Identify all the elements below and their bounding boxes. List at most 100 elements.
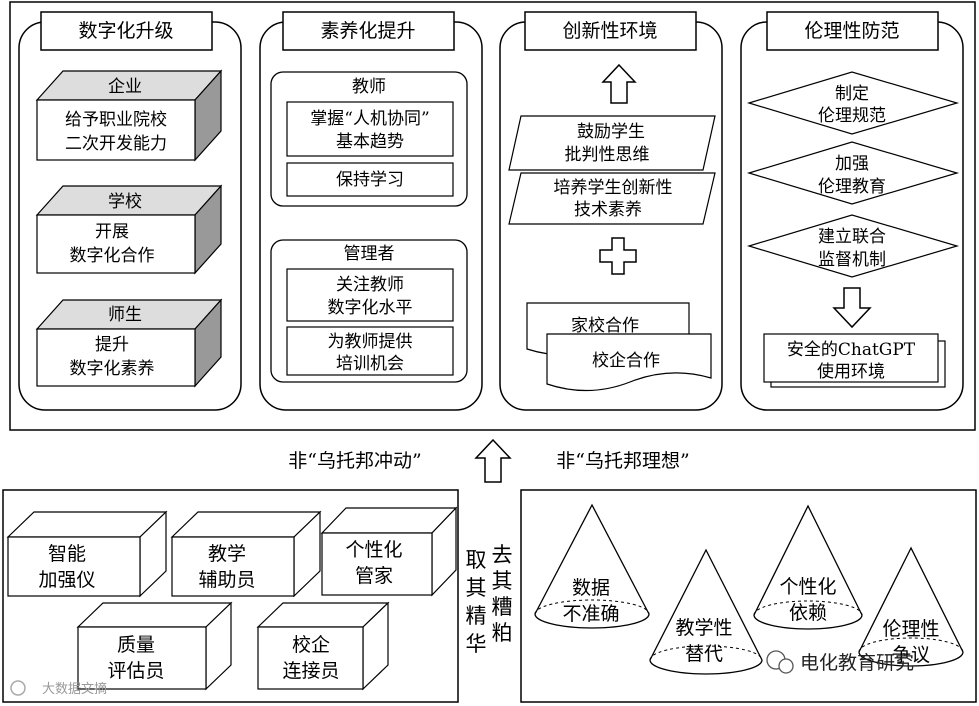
plus-icon [599,237,637,275]
column-title-box [524,11,697,51]
cone: 数据 不准确 [534,503,650,629]
column-title-box [766,11,939,51]
cube-line: 给予职业院校 [65,110,167,130]
bottom-left-frame [2,489,459,703]
box-line: 个性化 [345,539,402,561]
cone-body [858,546,964,667]
box-line: 连接员 [282,660,339,682]
box-line: 管家 [355,565,393,587]
item-box [286,162,454,197]
cone-line: 伦理性 [882,618,939,640]
doc-label: 校企合作 [592,351,660,371]
vertical-char: 华 [466,632,487,656]
result-line: 安全的ChatGPT [787,340,916,360]
cube-head: 学校 [108,192,142,212]
cube-top [6,511,168,538]
cube-head: 师生 [108,305,142,325]
para-line: 鼓励学生 [577,122,645,142]
vertical-char: 其 [466,576,487,600]
box-line: 评估员 [107,660,164,682]
cube-box: 质量 评估员 [76,601,233,691]
doc-label: 家校合作 [571,316,639,336]
diamond-line: 建立联合 [818,227,886,247]
cube-line: 二次开发能力 [65,134,167,154]
cone-rim-back [753,600,863,616]
cone-line: 争议 [892,644,930,666]
cube-block-school: 学校 开展 数字化合作 [35,184,223,275]
column-title: 素养化提升 [320,20,415,42]
cube-front [321,532,433,596]
box-line: 加强仪 [38,569,95,591]
cone-body [534,503,650,629]
cone-line: 不准确 [562,603,619,625]
column-title-box [282,11,455,51]
cone: 个性化 依赖 [753,504,863,630]
cube-line: 数字化合作 [70,246,155,266]
item-box [286,268,454,322]
top-outer-frame [9,1,976,431]
up-arrow-icon [601,63,637,104]
role-boxes: 智能 加强仪 教学 辅助员 个性化 管家 质量 评估员 [6,506,458,691]
column-title: 创新性环境 [562,20,657,42]
item-line: 关注教师 [336,275,404,295]
cube-box: 教学 辅助员 [170,510,322,598]
cube-box: 校企 连接员 [256,601,390,691]
cube-head: 企业 [108,77,142,97]
group-frame [270,239,468,383]
item-box [286,326,454,376]
item-box [286,101,454,157]
cone-body [649,548,763,675]
vertical-char: 糟 [492,595,513,619]
box-line: 辅助员 [198,569,255,591]
bottom-right-frame [520,489,977,703]
watermark-left: 大数据文摘 [10,680,107,697]
box-line: 智能 [48,543,86,565]
group-manager: 管理者 关注教师 数字化水平 为教师提供 培训机会 [270,239,468,383]
down-arrow-icon [832,287,872,329]
item-line: 基本趋势 [336,132,404,152]
cone: 教学性 替代 [649,548,763,675]
vertical-char: 粕 [492,621,513,645]
cone-rim-back [534,599,650,615]
cube-front [36,214,196,274]
diamond-line: 伦理教育 [818,177,886,197]
cone: 伦理性 争议 [858,546,964,667]
para-line: 技术素养 [574,200,642,220]
item-line: 数字化水平 [328,298,413,318]
cube-front [36,99,196,161]
result-line: 使用环境 [817,361,885,382]
vertical-char: 去 [492,543,513,567]
cube-front [36,328,196,387]
cone-line: 替代 [685,643,723,665]
group-head: 教师 [352,77,386,97]
result-box [763,333,939,383]
cone-line: 数据 [572,577,610,599]
column-innovative-environment: 创新性环境 鼓励学生 批判性思维 培养学生创新性 技术素养 家校合作 校企合作 [499,11,723,411]
wechat-icon-bubble [778,658,794,674]
vertical-char: 取 [466,548,487,572]
vertical-char: 精 [466,604,487,628]
cone-line: 个性化 [779,576,836,598]
cone-body [753,504,863,630]
diamond-line: 加强 [835,154,869,174]
vertical-label-discard: 去 其 糟 粕 [492,543,513,645]
group-frame [270,71,468,207]
group-head: 管理者 [344,244,395,264]
column-title-box [40,11,213,51]
cube-block-enterprise: 企业 给予职业院校 二次开发能力 [35,69,223,162]
column-literacy-upgrade: 素养化提升 教师 掌握“人机协同” 基本趋势 保持学习 管理者 关注教师 数字化… [259,11,483,411]
middle-right-label: 非“乌托邦理想” [556,450,689,472]
cone-line: 教学性 [675,617,732,639]
box-line: 教学 [208,543,246,565]
cube-line: 数字化素养 [70,359,155,379]
cube-block-teachers-students: 师生 提升 数字化素养 [35,298,223,388]
cube-front [171,536,295,597]
diamond-box [746,71,960,135]
cube-front [257,626,364,690]
item-line: 培训机会 [336,354,404,374]
diamond-box [746,214,960,278]
cube-line: 提升 [95,335,129,355]
cube-front [7,536,141,597]
middle-row: 非“乌托邦冲动” 非“乌托邦理想” [288,438,690,483]
